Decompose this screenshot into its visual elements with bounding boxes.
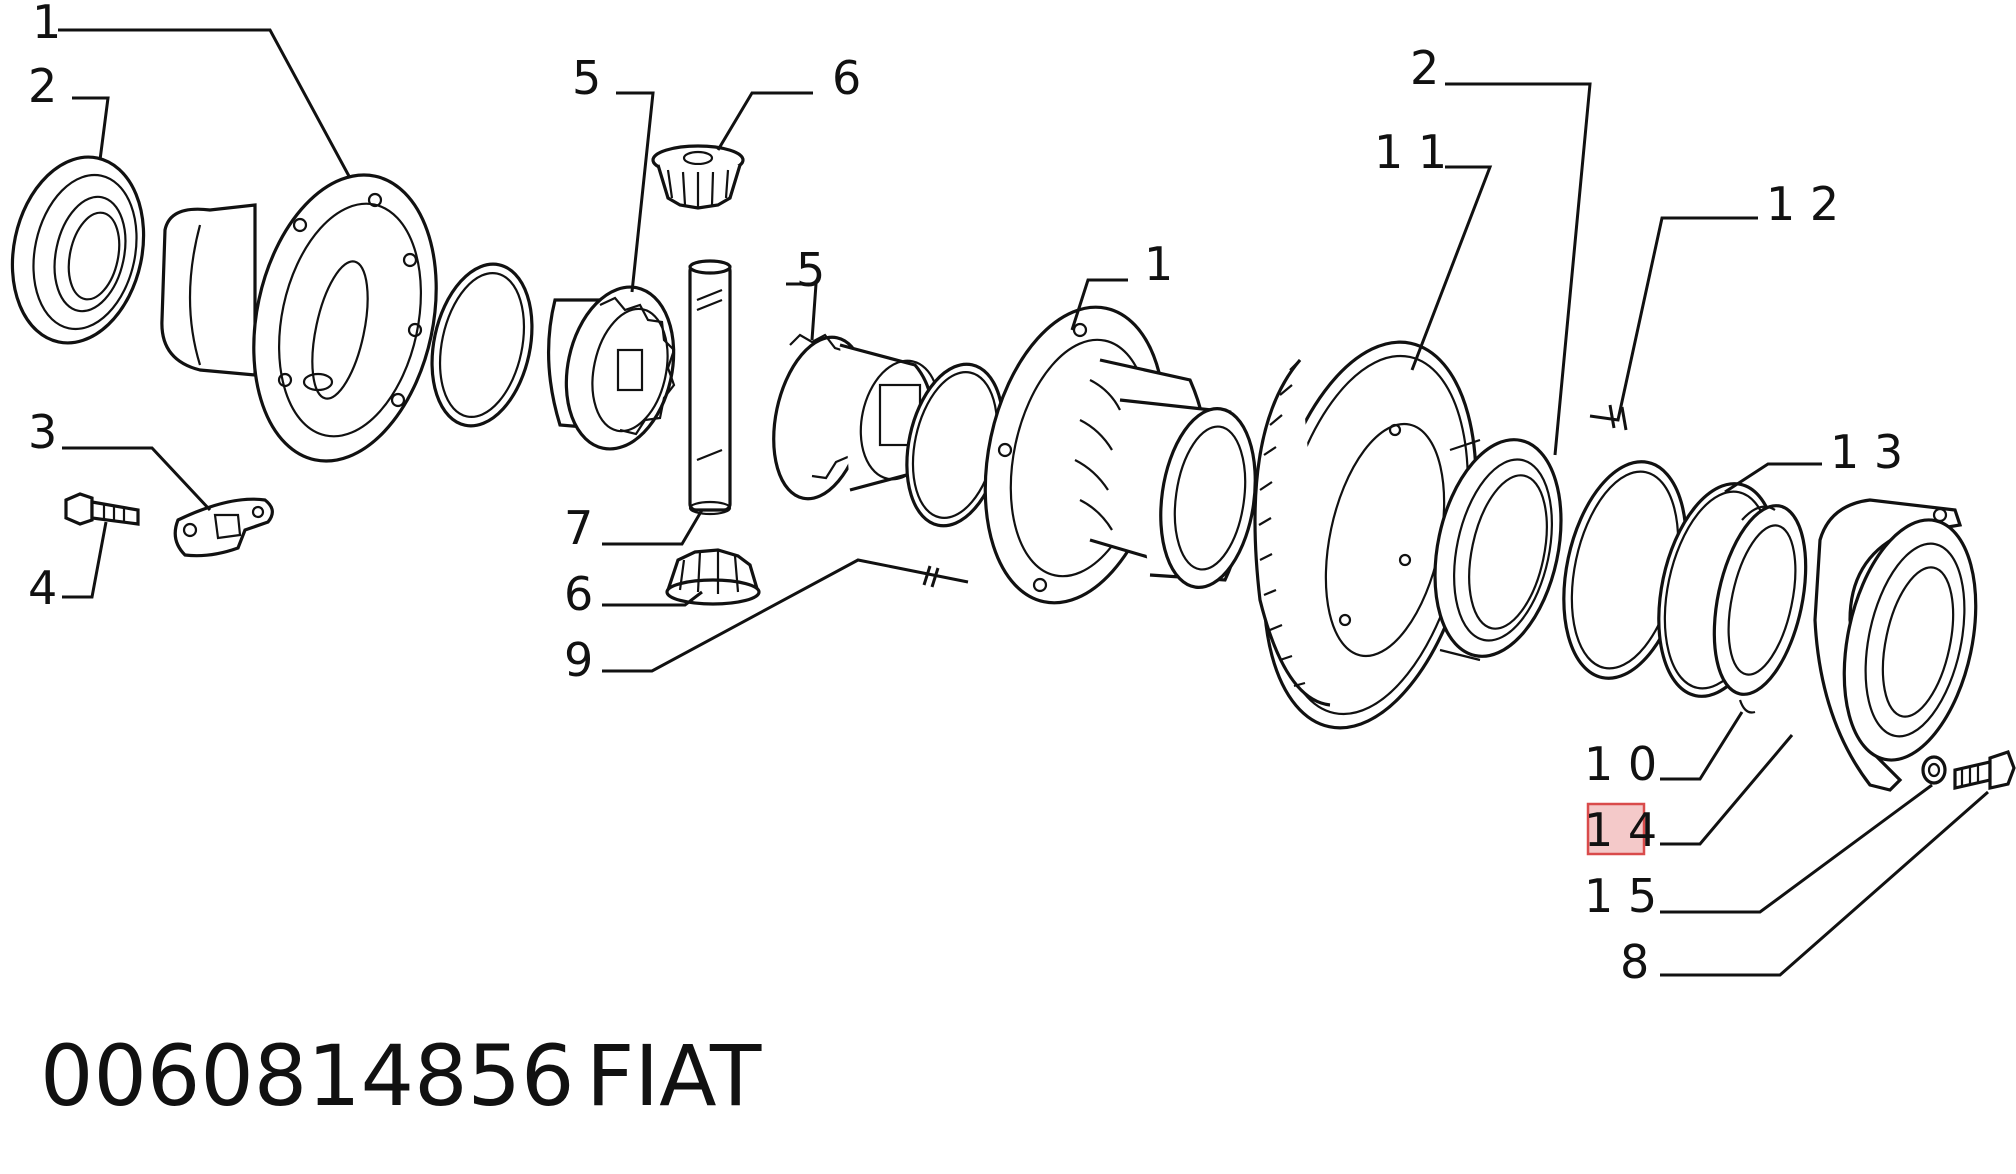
- callout-15: 1 5: [1584, 869, 1657, 923]
- part-bearing-right: [1433, 438, 1563, 662]
- callout-11: 1 1: [1374, 125, 1447, 179]
- callout-1-top-left: 1: [32, 0, 61, 49]
- callout-5-middle: 5: [796, 243, 825, 297]
- highlight-box-callout-14: [1586, 802, 1646, 856]
- part-bolt-left: [64, 492, 140, 526]
- part-cover-flange: [1813, 498, 1978, 792]
- part-bolt-right: [1953, 749, 2016, 791]
- callout-8: 8: [1620, 935, 1649, 989]
- callout-13: 1 3: [1830, 425, 1903, 479]
- callout-2-top-left: 2: [28, 59, 57, 113]
- callout-2-right: 2: [1410, 41, 1439, 95]
- part-oil-seal-left: [10, 155, 146, 345]
- callout-10: 1 0: [1584, 737, 1657, 791]
- part-housing-right: [983, 305, 1257, 605]
- part-number: 0060814856: [40, 1027, 574, 1125]
- part-side-gear-left: [546, 285, 676, 451]
- brand-name: FIAT: [586, 1027, 762, 1125]
- callout-7: 7: [564, 501, 593, 555]
- callout-6-bottom: 6: [564, 567, 593, 621]
- callout-14-highlighted: 1 4: [1584, 803, 1657, 857]
- leader-lines: [58, 28, 1989, 977]
- part-pinion-gear-top: [651, 144, 745, 210]
- callout-3: 3: [28, 405, 57, 459]
- part-housing-left: [160, 173, 438, 463]
- part-lock-plate: [173, 497, 274, 558]
- part-pinion-gear-bottom: [665, 548, 761, 606]
- part-shim-ring-left: [430, 262, 534, 428]
- part-washer: [1921, 755, 1947, 785]
- callout-1-middle: 1: [1144, 237, 1173, 291]
- callout-12: 1 2: [1766, 177, 1839, 231]
- callout-9: 9: [564, 633, 593, 687]
- callout-4: 4: [28, 561, 57, 615]
- callout-5-top: 5: [572, 51, 601, 105]
- part-oil-seal-right: [1712, 504, 1808, 714]
- callout-6-top: 6: [832, 51, 861, 105]
- part-pinion-shaft: [688, 259, 732, 516]
